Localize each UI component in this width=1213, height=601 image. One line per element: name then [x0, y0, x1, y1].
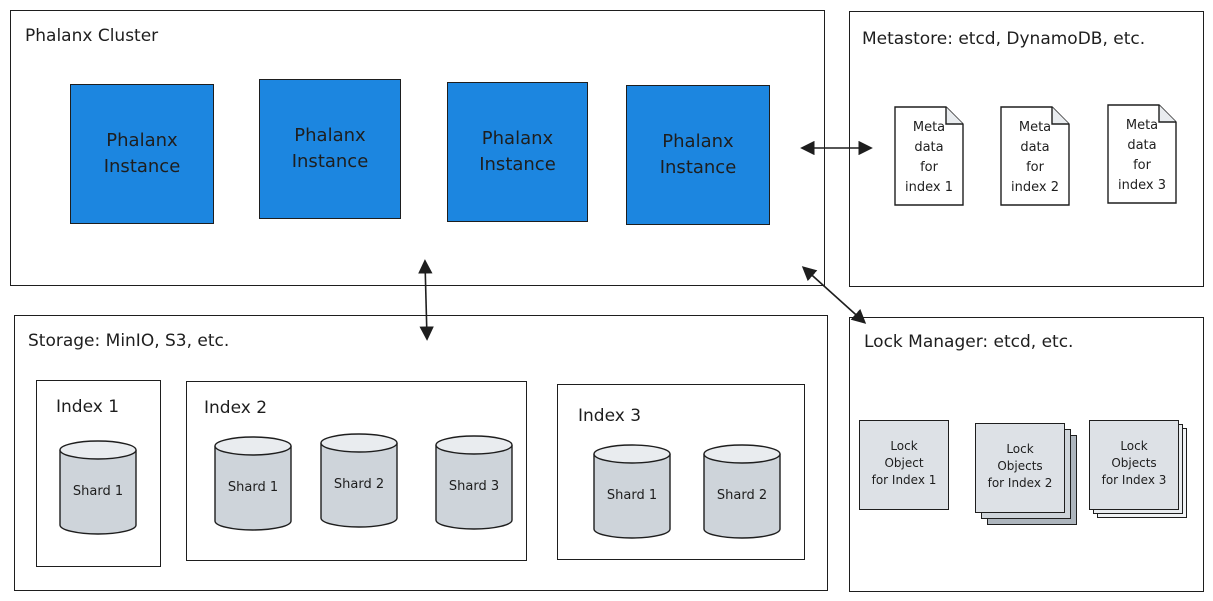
lock-card	[975, 423, 1065, 513]
arrow-cluster-storage	[418, 259, 434, 341]
shard-label: Shard 2	[716, 488, 768, 503]
doc-line: data	[1127, 138, 1157, 153]
database-cylinder-icon	[435, 435, 513, 530]
metadata-doc-index-3[interactable]: Meta data for index 3	[1107, 104, 1177, 204]
instance-label-line2: Instance	[291, 151, 369, 172]
doc-line: for	[1026, 160, 1044, 175]
doc-line: Meta	[912, 120, 946, 135]
index-3-title: Index 3	[578, 406, 642, 426]
lock-line: Objects	[1111, 456, 1157, 470]
shard-cylinder[interactable]: Shard 2	[703, 444, 781, 539]
shard-cylinder[interactable]: Shard 1	[593, 444, 671, 539]
database-cylinder-icon	[320, 433, 398, 528]
lock-manager-title: Lock Manager: etcd, etc.	[864, 332, 1074, 352]
lock-line: for Index 1	[871, 473, 937, 487]
document-icon	[1000, 106, 1070, 206]
doc-line: Meta	[1018, 120, 1052, 135]
shard-cylinder[interactable]: Shard 1	[214, 436, 292, 531]
instance-label-line1: Phalanx	[106, 130, 178, 151]
doc-line: for	[920, 160, 938, 175]
instance-label-line2: Instance	[103, 156, 181, 177]
shard-label: Shard 2	[333, 477, 385, 492]
database-cylinder-icon	[214, 436, 292, 531]
instance-label-line1: Phalanx	[294, 125, 366, 146]
shard-label: Shard 1	[227, 480, 279, 495]
storage-title: Storage: MinIO, S3, etc.	[28, 331, 230, 351]
lock-line: Lock	[1006, 442, 1034, 456]
index-2-title: Index 2	[204, 398, 268, 418]
doc-line: index 2	[1011, 180, 1059, 195]
lock-line: for Index 2	[987, 476, 1053, 490]
instance-label-line1: Phalanx	[481, 128, 554, 149]
lock-line: for Index 3	[1101, 473, 1167, 487]
database-cylinder-icon	[593, 444, 671, 539]
database-cylinder-icon	[59, 440, 137, 535]
lock-line: Objects	[997, 459, 1043, 473]
metastore-title: Metastore: etcd, DynamoDB, etc.	[862, 29, 1146, 49]
document-icon	[894, 106, 964, 206]
database-cylinder-icon	[703, 444, 781, 539]
shard-label: Shard 3	[448, 479, 500, 494]
instance-label-line2: Instance	[659, 157, 737, 178]
lock-card	[1089, 420, 1179, 510]
doc-line: data	[1020, 140, 1050, 155]
shard-cylinder[interactable]: Shard 2	[320, 433, 398, 528]
instance-label-line1: Phalanx	[662, 131, 734, 152]
instance-label-line2: Instance	[479, 154, 556, 175]
shard-label: Shard 1	[72, 484, 124, 499]
doc-line: data	[914, 140, 944, 155]
arrow-cluster-lock-manager	[801, 266, 867, 324]
metadata-doc-index-1[interactable]: Meta data for index 1	[894, 106, 964, 206]
lock-line: Lock	[1120, 439, 1148, 453]
document-icon	[1107, 104, 1177, 204]
lock-line: Object	[884, 456, 924, 470]
metadata-doc-index-2[interactable]: Meta data for index 2	[1000, 106, 1070, 206]
doc-line: index 3	[1118, 178, 1166, 193]
phalanx-cluster-title: Phalanx Cluster	[25, 26, 159, 46]
index-1-title: Index 1	[56, 397, 120, 417]
shard-cylinder[interactable]: Shard 1	[59, 440, 137, 535]
lock-line: Lock	[890, 439, 918, 453]
doc-line: for	[1133, 158, 1151, 173]
doc-line: Meta	[1125, 118, 1159, 133]
lock-card	[859, 420, 949, 510]
shard-label: Shard 1	[606, 488, 658, 503]
shard-cylinder[interactable]: Shard 3	[435, 435, 513, 530]
doc-line: index 1	[905, 180, 953, 195]
